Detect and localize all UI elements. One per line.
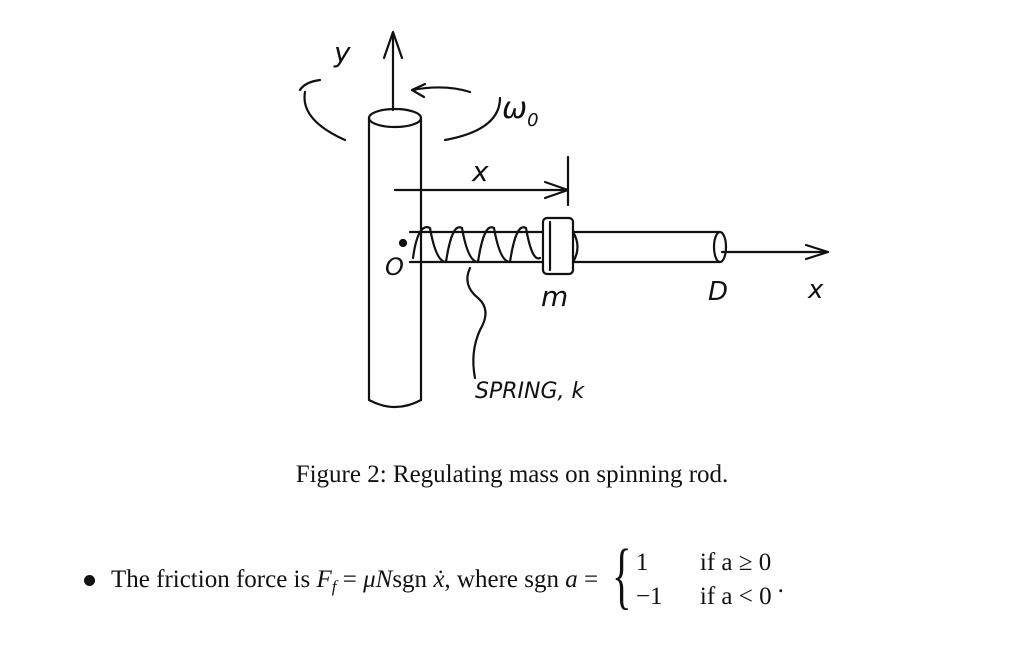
text-where: , where sgn [444,566,566,593]
math-F: F [316,566,332,593]
y-axis-arrow [382,30,404,112]
x-dimension-label: x [471,155,489,188]
origin-label: O [385,253,404,281]
x-dimension-arrow [393,155,570,207]
case2-value: −1 [635,583,663,610]
left-brace: { [612,535,632,617]
math-eq: = [336,566,364,593]
x-axis-label: x [807,275,824,305]
omega-label: ω0 [502,91,539,131]
case1-value: 1 [635,549,649,576]
end-label: D [708,277,728,307]
case-row-1: 1 if a ≥ 0 [636,546,772,580]
text-intro: The friction force is [111,566,317,593]
bullet-dot [84,574,95,586]
math-sgn: sgn [392,566,434,593]
mass-label: m [541,280,568,313]
math-F-sub: f [331,577,337,596]
spring-label: SPRING, k [475,379,585,404]
period: . [777,571,784,598]
case1-condition: if a ≥ 0 [699,549,772,576]
rotation-arc [298,78,502,142]
mass-block [541,216,579,276]
case2-condition: if a < 0 [699,583,772,610]
spring-coils [411,226,542,264]
vertical-post [367,107,423,409]
math-eq2: = [577,566,605,593]
piecewise-cases: { 1 if a ≥ 0 −1 if a < 0 . [610,539,784,617]
x-axis-arrow [720,243,830,261]
math-a: a [565,566,578,593]
case-row-2: −1 if a < 0 [636,580,772,614]
spinning-rod-figure: y ω0 x O m D x SPRING, k [298,30,830,409]
math-xdot: ẋ [433,566,445,593]
figure-caption: Figure 2: Regulating mass on spinning ro… [295,461,729,488]
spring-leader-line [466,266,487,380]
math-mu-N: μN [363,566,393,593]
y-axis-label: y [333,36,351,69]
